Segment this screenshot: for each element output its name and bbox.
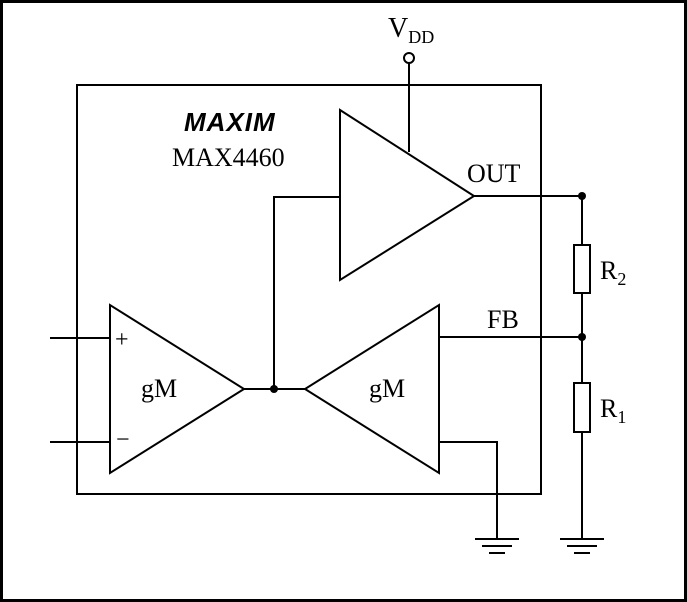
maxim-logo: MAXIM <box>184 107 276 137</box>
ic-package-outline <box>76 84 542 495</box>
ground-symbol-left <box>475 538 519 554</box>
r2-label: R2 <box>600 256 626 289</box>
vdd-label: VDD <box>388 13 434 47</box>
vdd-terminal <box>403 52 415 64</box>
gm-left-label: gM <box>141 374 177 403</box>
fb-label: FB <box>487 305 519 334</box>
resistor-r2 <box>573 244 591 294</box>
ground-symbol-right <box>560 538 604 554</box>
minus-sign: − <box>116 427 130 453</box>
gm-amplifier-right <box>303 303 440 475</box>
r1-label: R1 <box>600 394 626 427</box>
gm-right-label: gM <box>369 374 405 403</box>
output-amplifier <box>339 108 476 282</box>
part-number-label: MAX4460 <box>172 143 285 172</box>
gm-amplifier-left <box>109 303 246 475</box>
resistor-r1 <box>573 382 591 433</box>
out-label: OUT <box>467 159 521 188</box>
ground-wire-left <box>439 441 498 538</box>
gm-to-output-amp-wire <box>273 196 340 389</box>
plus-sign: + <box>115 327 129 353</box>
